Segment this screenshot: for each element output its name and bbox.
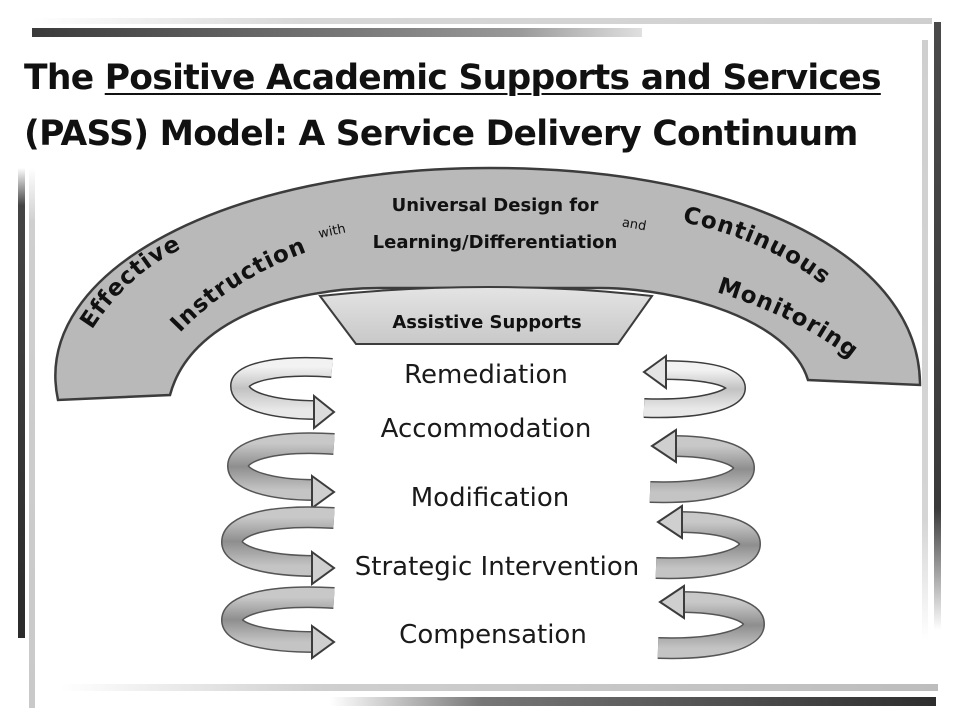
spiral-arrows (220, 354, 766, 660)
frame-bottom-light (60, 684, 938, 691)
frame-top-light (32, 18, 932, 24)
arc-center-line-2: Learning/Differentiation (373, 232, 618, 253)
frame-right-dark (934, 22, 941, 630)
arc-band (54, 166, 922, 402)
frame-left-light (29, 168, 35, 708)
title-prefix: The (24, 58, 105, 98)
frame-left-dark (18, 168, 25, 638)
page-title: The Positive Academic Supports and Servi… (24, 50, 934, 162)
right-spiral-arrow-1 (642, 354, 747, 419)
stage-modification: Modification (411, 483, 569, 513)
stage-compensation: Compensation (399, 620, 587, 650)
frame-bottom-dark (330, 697, 936, 706)
right-spiral-arrow-3 (655, 504, 762, 580)
arc-center-line-1: Universal Design for (392, 195, 599, 216)
title-line-2: (PASS) Model: A Service Delivery Continu… (24, 114, 858, 154)
left-spiral-arrow-1 (229, 356, 336, 431)
assistive-supports-box (318, 286, 654, 345)
title-line-1: The Positive Academic Supports and Servi… (24, 50, 934, 106)
left-spiral-arrow-4 (220, 586, 336, 660)
right-spiral-arrow-2 (649, 428, 756, 504)
stage-accommodation: Accommodation (381, 414, 592, 444)
arc-word-with: with (317, 222, 347, 242)
left-spiral-arrow-2 (226, 432, 336, 510)
assistive-supports-label: Assistive Supports (392, 312, 581, 333)
stage-strategic-intervention: Strategic Intervention (355, 552, 640, 582)
frame-right-light (922, 40, 928, 640)
title-underlined: Positive Academic Supports and Services (104, 58, 882, 98)
left-spiral-arrow-3 (220, 506, 336, 586)
stage-remediation: Remediation (404, 360, 568, 390)
frame-top-dark (32, 28, 642, 37)
right-spiral-arrow-4 (657, 584, 766, 660)
arc-word-and: and (621, 215, 648, 234)
